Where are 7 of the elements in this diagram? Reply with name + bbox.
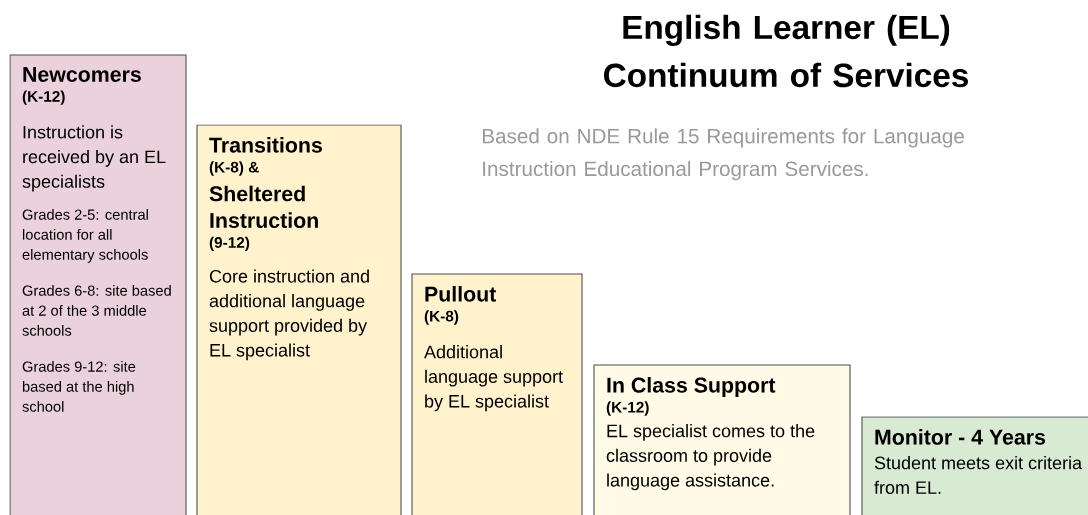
title: English Learner (EL) Continuum of Services: [604, 14, 968, 88]
service-box: Newcomers (K-12) Instruction is received by an EL specialists Grades 2-5: central location for all elementary schools Grades 6-8: site based at 2 of the 3 middle schools Grades 9-12: site based at the high school: [9, 54, 187, 515]
service-box: Transitions (K-8) & Sheltered Instruction (9-12) Core instruction and additional language support provided by EL specialist: [196, 124, 402, 515]
service-box: Pullout (K-8) Additional language support by EL specialist: [411, 273, 583, 515]
service-box: Monitor - 4 Years Student meets exit criteria from EL.: [861, 416, 1088, 515]
subtitle: Based on NDE Rule 15 Requirements for Language Instruction Educational Program Services.: [482, 128, 964, 181]
service-box: In Class Support (K-12) EL specialist comes to the classroom to provide language assistance.: [593, 364, 851, 515]
